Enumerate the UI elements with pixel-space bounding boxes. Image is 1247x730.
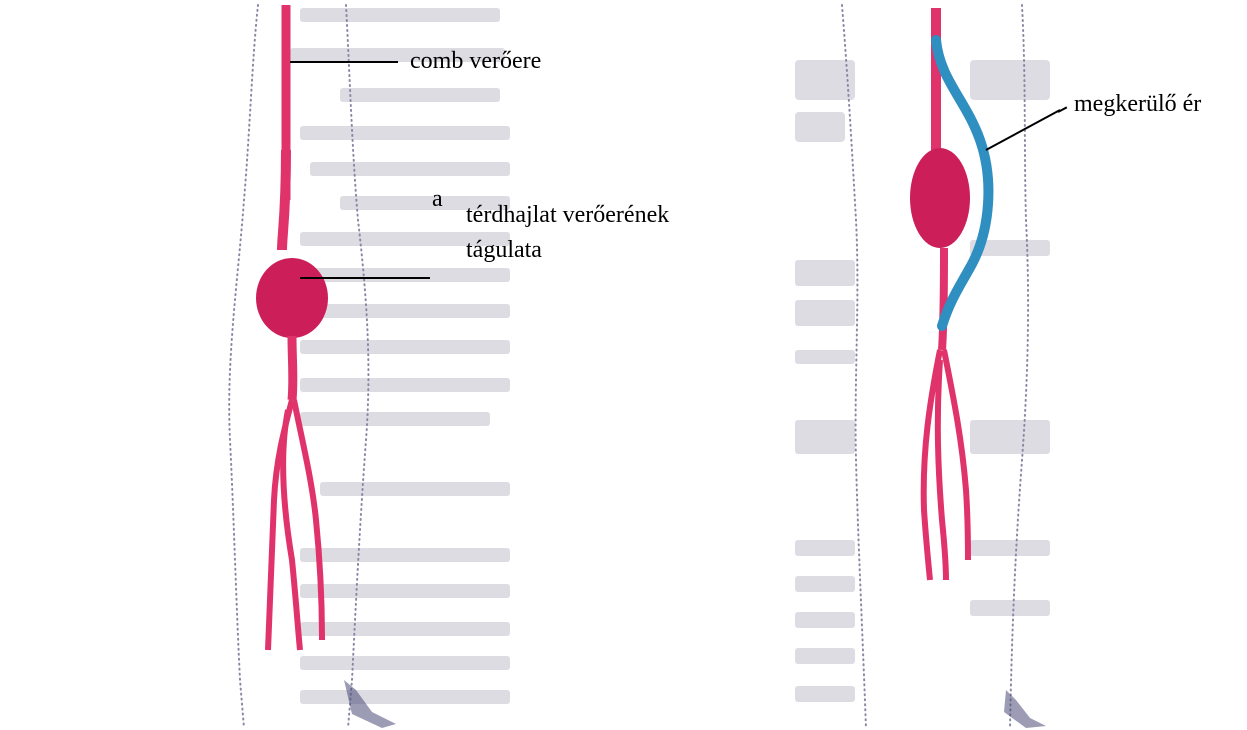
artery-branch-middle (283, 410, 300, 650)
background-text-lines (795, 60, 1050, 702)
label-aneurysm-line1: térdhajlat verőerének (466, 199, 669, 231)
label-bypass: megkerülő ér (1074, 88, 1201, 120)
popliteal-artery-lower (292, 336, 293, 400)
bypass-diagram (790, 0, 1060, 730)
leader-line-bypass (986, 110, 1060, 150)
label-aneurysm-letter: a (432, 183, 443, 215)
artery-narrowing (282, 150, 286, 250)
aneurysm (910, 148, 970, 248)
artery-branch-middle (938, 360, 946, 580)
figure-bypass (790, 0, 1060, 730)
popliteal-artery-lower (942, 248, 944, 350)
label-aneurysm-line2: tágulata (466, 234, 542, 266)
aneurysm-diagram (0, 0, 520, 730)
figure-aneurysm (0, 0, 520, 730)
aneurysm (256, 258, 328, 338)
foot-shading (1004, 690, 1046, 728)
artery-branch-right (944, 350, 968, 560)
label-femoral-artery: comb verőere (410, 45, 541, 77)
